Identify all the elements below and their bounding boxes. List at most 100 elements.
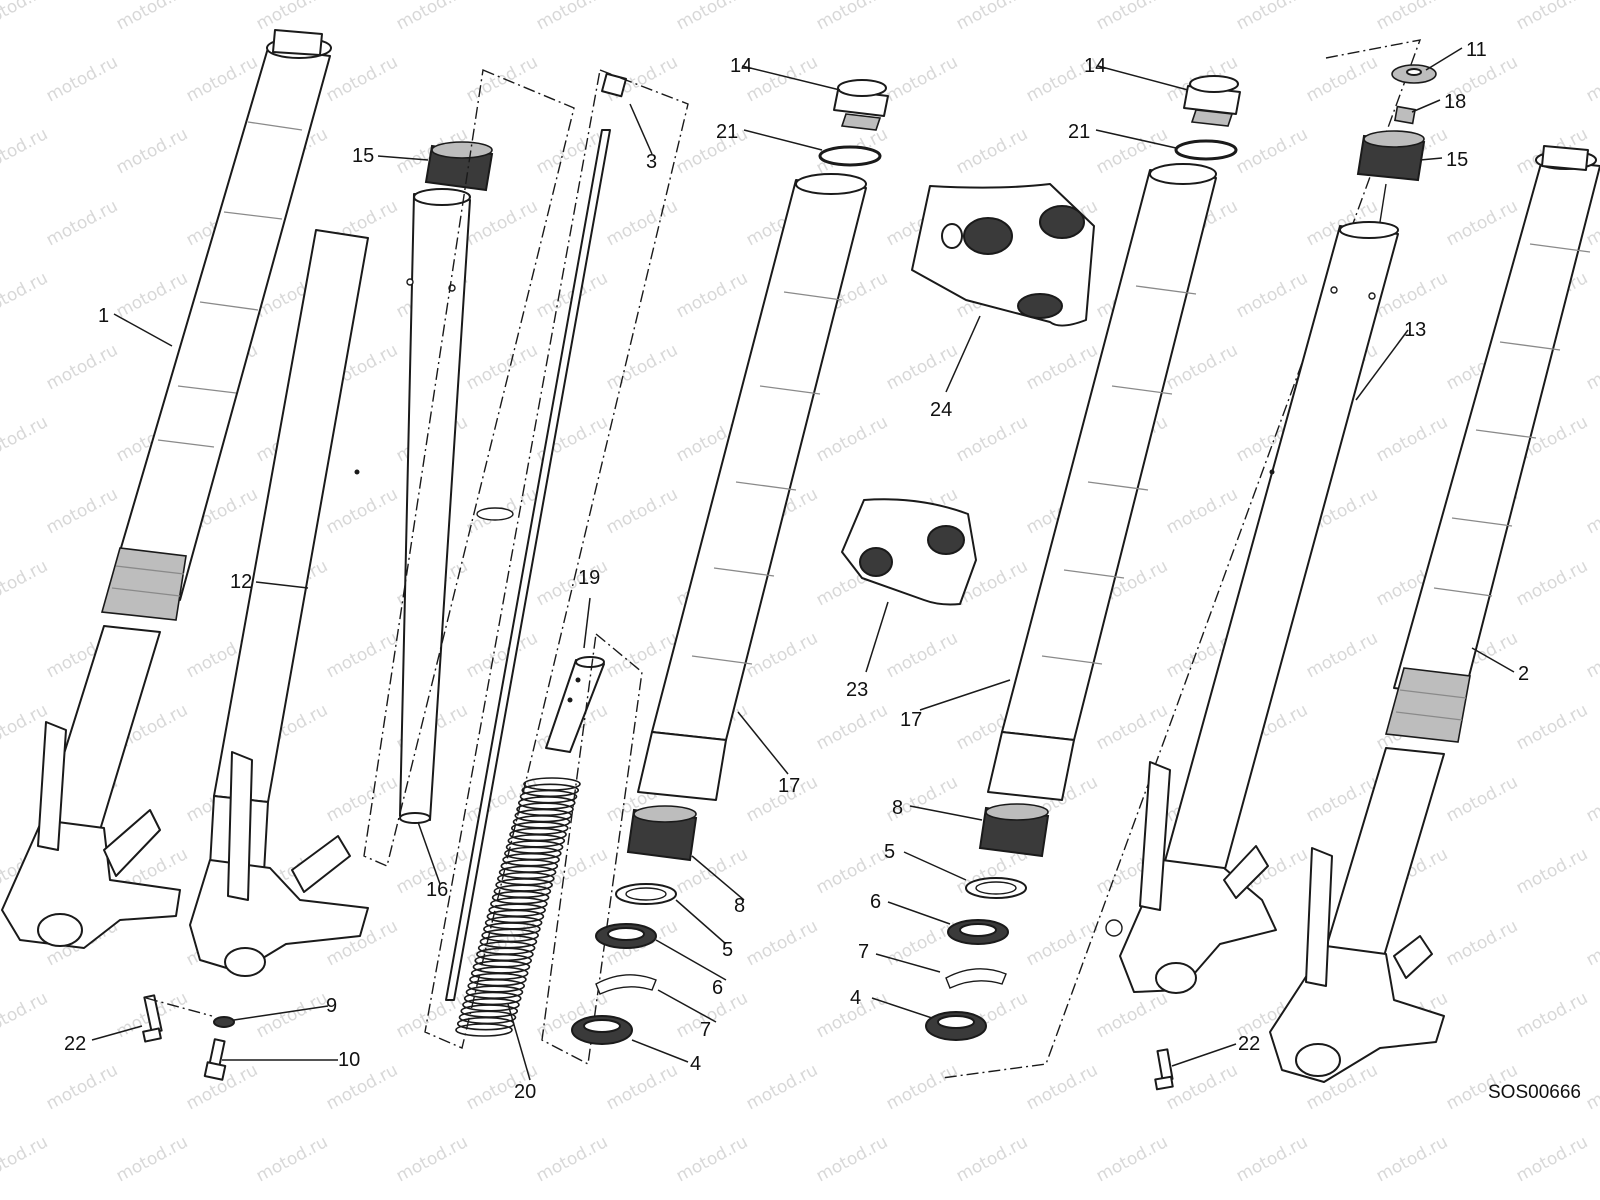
callout-8-center: 8 <box>734 895 745 917</box>
callout-7-center: 7 <box>700 1019 711 1041</box>
callout-4-right: 4 <box>850 987 861 1009</box>
watermark-text: motod.ru <box>883 52 961 106</box>
watermark-text: motod.ru <box>743 1060 821 1114</box>
watermark-text: motod.ru <box>1373 412 1451 466</box>
watermark-text: motod.ru <box>253 1132 331 1186</box>
callout-17-right: 17 <box>900 709 922 731</box>
watermark-text: motod.ru <box>883 628 961 682</box>
callout-12: 12 <box>230 571 252 593</box>
watermark-text: motod.ru <box>1583 484 1600 538</box>
watermark-text: motod.ru <box>393 988 471 1042</box>
watermark-text: motod.ru <box>43 484 121 538</box>
watermark-text: motod.ru <box>1513 0 1591 34</box>
part-17-inner-tube-center <box>637 173 867 801</box>
part-1-fork-leg-left <box>1 29 332 949</box>
watermark-text: motod.ru <box>0 412 51 466</box>
watermark-text: motod.ru <box>0 124 51 178</box>
watermark-text: motod.ru <box>1373 1132 1451 1186</box>
watermark-text: motod.ru <box>1583 340 1600 394</box>
part-3-damper-rod <box>445 72 627 1001</box>
watermark-text: motod.ru <box>1513 844 1591 898</box>
watermark-text: motod.ru <box>953 0 1031 34</box>
callout-21-right: 21 <box>1068 121 1090 143</box>
callout-1: 1 <box>98 305 109 327</box>
part-8-bushing-center <box>626 805 698 862</box>
part-16-cartridge-tube <box>399 188 471 824</box>
watermark-text: motod.ru <box>0 1132 51 1186</box>
callout-10: 10 <box>338 1049 360 1071</box>
watermark-text: motod.ru <box>1233 0 1311 34</box>
watermark-text: motod.ru <box>1513 700 1591 754</box>
callout-15-left: 15 <box>352 145 374 167</box>
part-6-oil-seal-center <box>595 923 657 949</box>
callout-3: 3 <box>646 151 657 173</box>
watermark-text: motod.ru <box>603 1060 681 1114</box>
part-15-spacer-right <box>1356 130 1426 223</box>
part-12-fork-assembly <box>189 229 369 977</box>
watermark-text: motod.ru <box>813 700 891 754</box>
callout-6-right: 6 <box>870 891 881 913</box>
watermark-text: motod.ru <box>533 1132 611 1186</box>
watermark-text: motod.ru <box>883 340 961 394</box>
watermark-text: motod.ru <box>43 52 121 106</box>
callout-11: 11 <box>1466 39 1487 61</box>
part-14-fork-cap-right <box>1183 75 1241 127</box>
watermark-text: motod.ru <box>1373 0 1451 34</box>
watermark-text: motod.ru <box>323 1060 401 1114</box>
watermark-text: motod.ru <box>43 1060 121 1114</box>
watermark-text: motod.ru <box>673 124 751 178</box>
part-5-washer-right <box>965 877 1027 899</box>
watermark-text: motod.ru <box>603 340 681 394</box>
watermark-text: motod.ru <box>463 340 541 394</box>
watermark-text: motod.ru <box>0 556 51 610</box>
callout-19: 19 <box>578 567 600 589</box>
watermark-text: motod.ru <box>0 0 51 34</box>
screw-axis-left <box>145 997 213 1017</box>
watermark-text: motod.ru <box>393 1132 471 1186</box>
assembly-bracket-right <box>941 39 1422 1079</box>
watermark-text: motod.ru <box>323 52 401 106</box>
watermark-text: motod.ru <box>743 52 821 106</box>
part-15-spacer-left <box>424 141 494 192</box>
watermark-text: motod.ru <box>1233 1132 1311 1186</box>
watermark-text: motod.ru <box>1303 628 1381 682</box>
watermark-text: motod.ru <box>1233 124 1311 178</box>
part-10-screw <box>203 1038 227 1081</box>
watermark-text: motod.ru <box>0 988 51 1042</box>
callout-14-right: 14 <box>1084 55 1106 77</box>
watermark-text: motod.ru <box>1233 268 1311 322</box>
watermark-text: motod.ru <box>323 772 401 826</box>
part-13-fork-assembly <box>1105 221 1399 994</box>
watermark-text: motod.ru <box>1513 556 1591 610</box>
part-9-washer <box>213 1016 235 1028</box>
watermark-text: motod.ru <box>883 1060 961 1114</box>
callout-6-center: 6 <box>712 977 723 999</box>
part-6-oil-seal-right <box>947 919 1009 945</box>
watermark-text: motod.ru <box>323 628 401 682</box>
part-22-screw-right <box>1154 1048 1174 1091</box>
watermark-text: motod.ru <box>323 484 401 538</box>
watermark-text: motod.ru <box>393 0 471 34</box>
watermark-text: motod.ru <box>533 0 611 34</box>
watermark-text: motod.ru <box>953 124 1031 178</box>
assembly-bracket-3-20 <box>424 69 689 1049</box>
part-7-clip-center <box>595 974 657 995</box>
watermark-text: motod.ru <box>463 628 541 682</box>
watermark-text: motod.ru <box>113 124 191 178</box>
callout-22-left: 22 <box>64 1033 86 1055</box>
callout-20: 20 <box>514 1081 536 1103</box>
watermark-text: motod.ru <box>113 1132 191 1186</box>
part-14-fork-cap-center <box>833 79 889 131</box>
part-20-spring <box>455 777 581 1037</box>
watermark-text: motod.ru <box>1583 628 1600 682</box>
callout-5-right: 5 <box>884 841 895 863</box>
watermark-text: motod.ru <box>183 52 261 106</box>
callout-16: 16 <box>426 879 448 901</box>
callout-13: 13 <box>1404 319 1426 341</box>
watermark-text: motod.ru <box>673 1132 751 1186</box>
part-2-fork-leg-right <box>1269 145 1600 1083</box>
part-8-bushing-right <box>978 803 1050 858</box>
watermark-text: motod.ru <box>743 916 821 970</box>
watermark-text: motod.ru <box>1163 1060 1241 1114</box>
